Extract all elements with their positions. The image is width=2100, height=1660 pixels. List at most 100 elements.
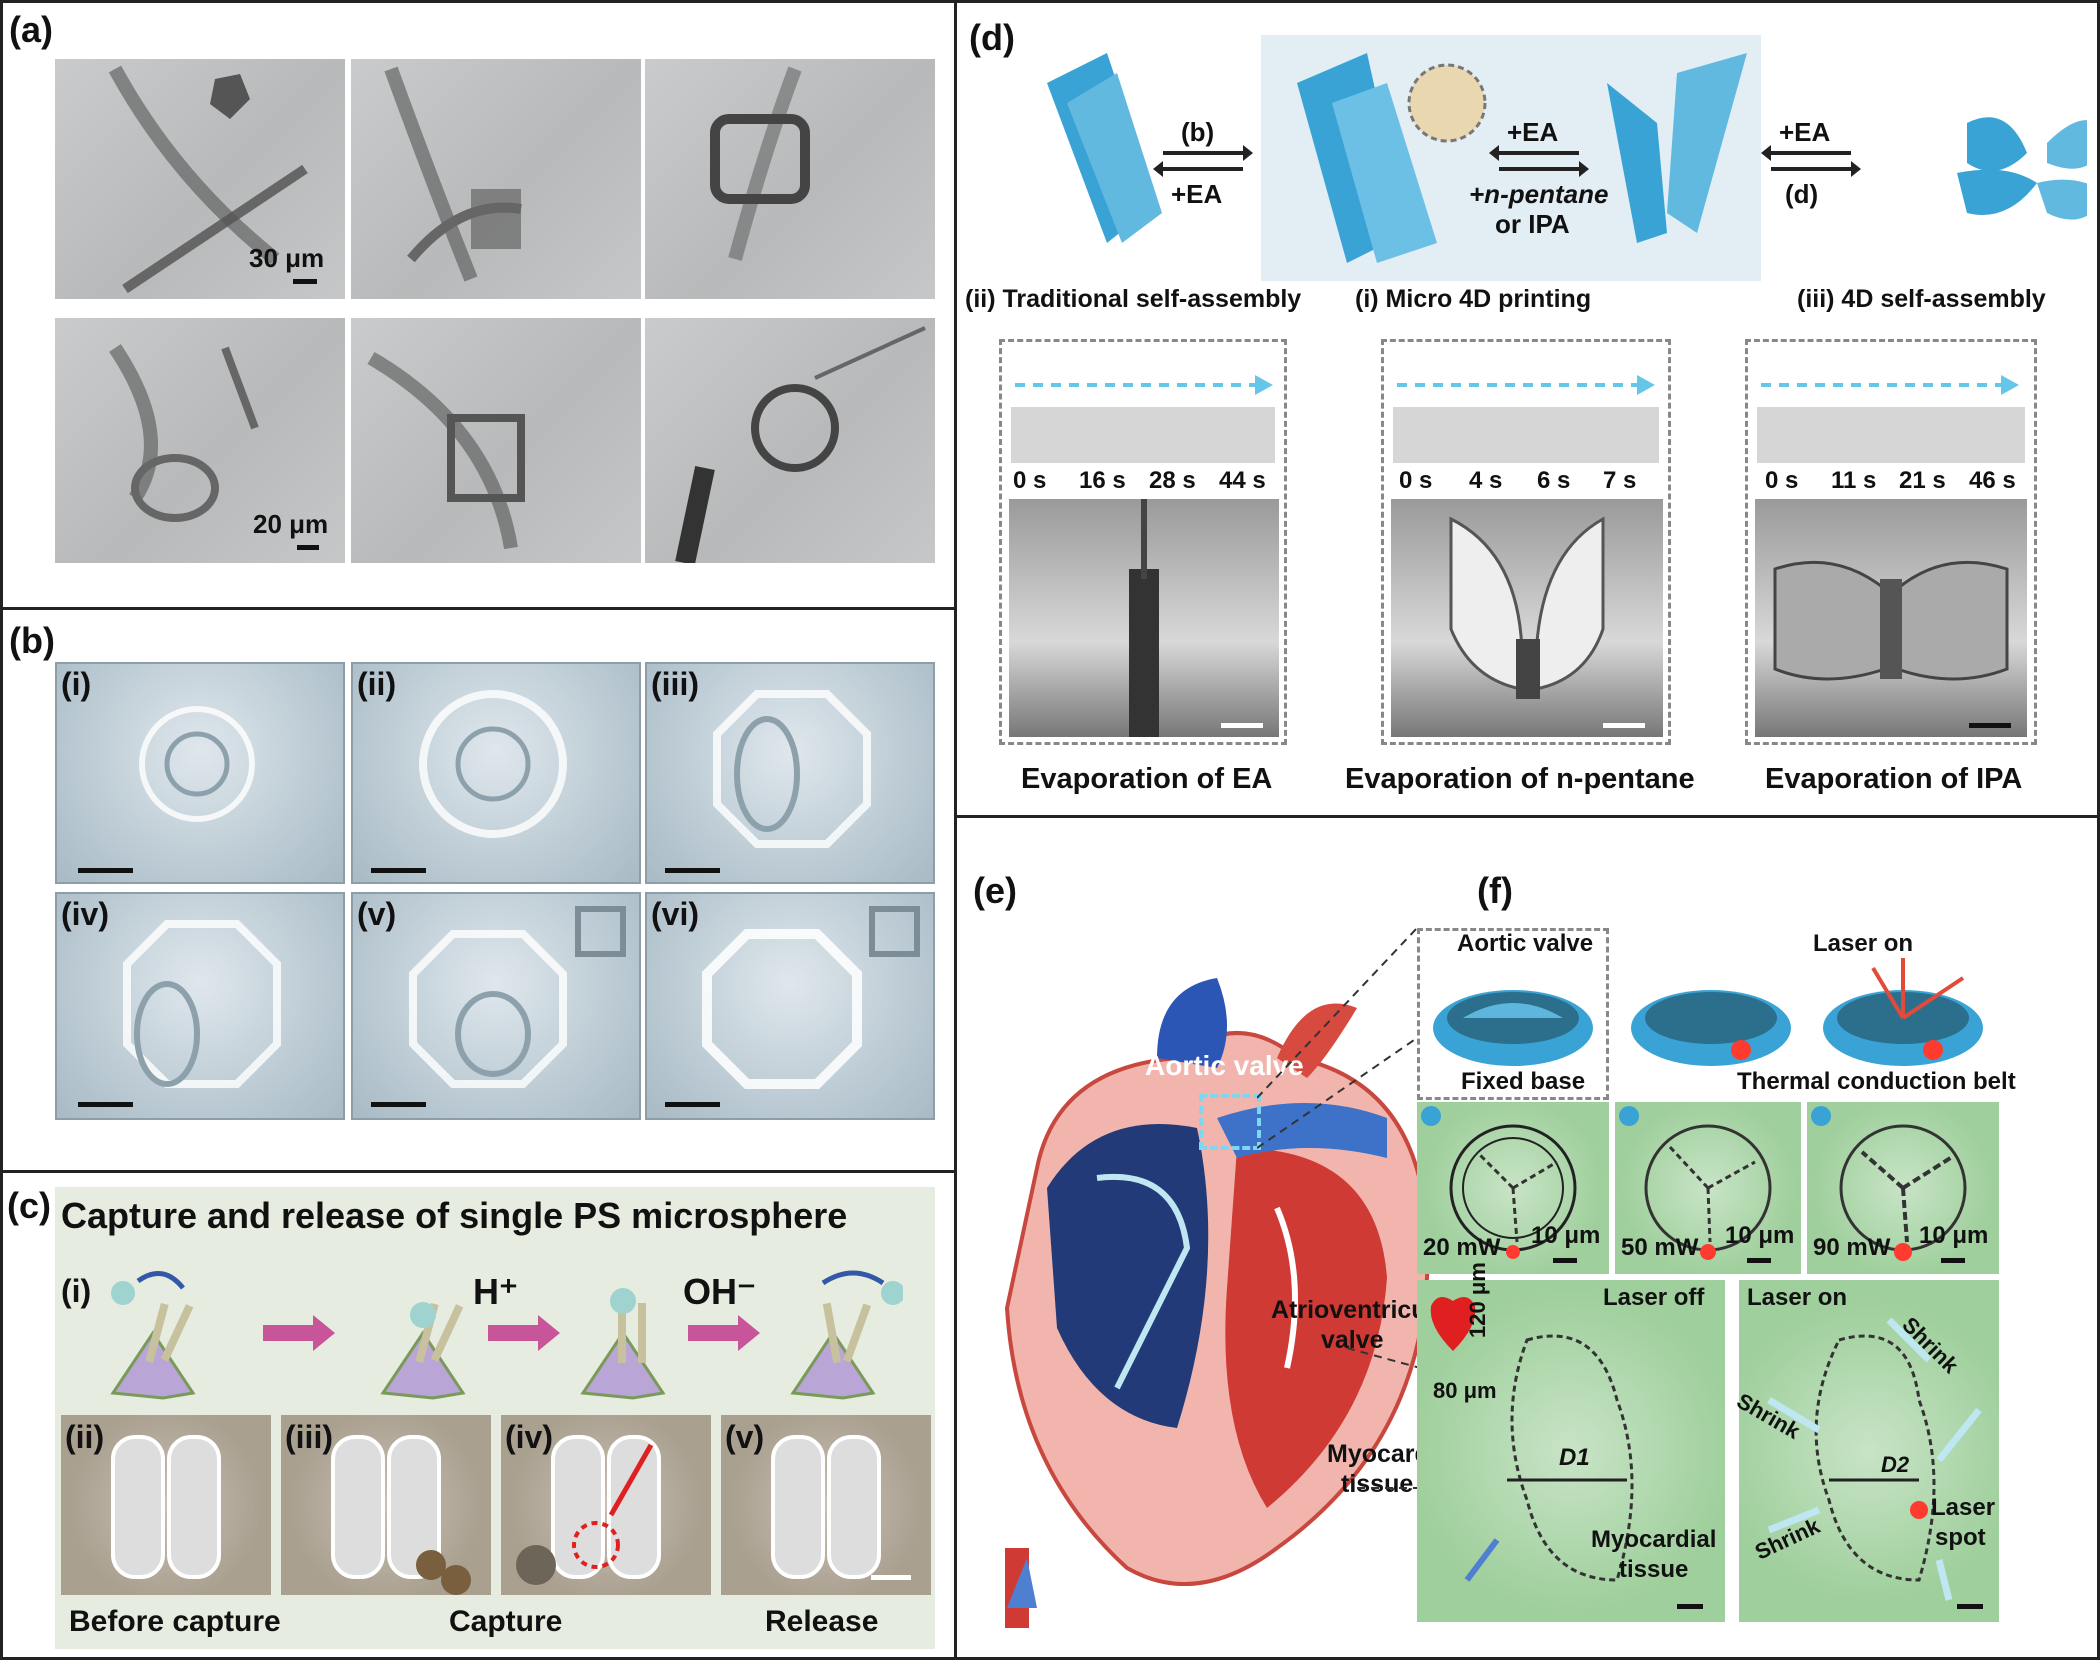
d2-label: D2 bbox=[1881, 1452, 1910, 1477]
scale-bar-f5 bbox=[1957, 1604, 1983, 1609]
time-pentane-1: 4 s bbox=[1469, 467, 1503, 494]
scale-bar-b2 bbox=[371, 868, 426, 873]
arrow-right-bottom-label: (d) bbox=[1785, 179, 1819, 209]
time-pentane-2: 6 s bbox=[1537, 467, 1571, 494]
flat-wing-icon bbox=[1297, 53, 1437, 263]
heart-myo-label-2: tissue bbox=[1341, 1470, 1414, 1498]
scale-bar-d3 bbox=[1969, 723, 2011, 728]
micrograph-c-iv bbox=[501, 1415, 711, 1595]
panel-f-label: (f) bbox=[1477, 870, 1513, 911]
panel-c-label: (c) bbox=[7, 1185, 51, 1226]
valve-micrograph-90mw bbox=[1807, 1102, 1999, 1274]
micrograph-b3 bbox=[645, 662, 935, 884]
dim-80um: 80 μm bbox=[1433, 1378, 1497, 1403]
time-ea-2: 28 s bbox=[1149, 467, 1196, 494]
panel-b-sub-ii: (ii) bbox=[357, 666, 397, 702]
scale-label-f2: 10 μm bbox=[1725, 1222, 1795, 1249]
time-ipa-3: 46 s bbox=[1969, 467, 2016, 494]
caption-evap-ea: Evaporation of EA bbox=[1021, 763, 1273, 795]
time-arrow-3 bbox=[1761, 375, 2019, 395]
header-4d-self: (iii) 4D self-assembly bbox=[1797, 285, 2046, 313]
micrograph-a6 bbox=[645, 318, 935, 563]
micrograph-a3 bbox=[645, 59, 935, 299]
panel-b-sub-vi: (vi) bbox=[651, 896, 699, 932]
power-20mw: 20 mW bbox=[1423, 1234, 1501, 1261]
h-plus-label: H⁺ bbox=[473, 1271, 518, 1312]
arrow-mid-bottom-label-1: +n-pentane bbox=[1469, 179, 1609, 209]
power-50mw: 50 mW bbox=[1621, 1234, 1699, 1261]
time-ea-3: 44 s bbox=[1219, 467, 1266, 494]
panel-a: (a) 30 μm 20 μm bbox=[0, 0, 957, 610]
gripper-icon-2 bbox=[380, 1302, 466, 1400]
scale-bar-d2 bbox=[1603, 723, 1645, 728]
time-arrow-2 bbox=[1397, 375, 1655, 395]
dashed-box-pentane bbox=[1381, 339, 1671, 745]
micrograph-c-v bbox=[721, 1415, 931, 1595]
reversible-arrow-right bbox=[1761, 145, 1861, 177]
valve-render-2 bbox=[1631, 990, 1791, 1066]
oh-minus-label: OH⁻ bbox=[683, 1271, 757, 1312]
laser-on-label: Laser on bbox=[1747, 1284, 1848, 1311]
valve-render-3 bbox=[1823, 958, 1983, 1066]
scale-label-f1: 10 μm bbox=[1531, 1222, 1601, 1249]
time-ea-0: 0 s bbox=[1013, 467, 1047, 494]
caption-evap-ipa: Evaporation of IPA bbox=[1765, 763, 2023, 795]
sem-image-ea bbox=[1009, 499, 1279, 737]
reversible-arrow-middle bbox=[1489, 145, 1589, 177]
panel-c-sub-iii: (iii) bbox=[285, 1419, 333, 1455]
process-arrow-3 bbox=[688, 1315, 760, 1351]
micrograph-b4 bbox=[55, 892, 345, 1120]
header-traditional: (ii) Traditional self-assembly bbox=[965, 285, 1302, 313]
butterfly-assembled-icon bbox=[1957, 117, 2087, 220]
panel-d-label: (d) bbox=[969, 17, 1015, 58]
arrow-right-top-label: +EA bbox=[1779, 117, 1831, 147]
scale-bar-d1 bbox=[1221, 723, 1263, 728]
process-arrow-2 bbox=[488, 1315, 560, 1351]
gripper-icon-3 bbox=[580, 1288, 666, 1400]
laser-spot-label-1: Laser bbox=[1931, 1494, 1996, 1521]
time-ea-1: 16 s bbox=[1079, 467, 1126, 494]
render-aortic-valve-label: Aortic valve bbox=[1457, 930, 1594, 957]
capture-schematic bbox=[110, 1270, 903, 1400]
caption-before-capture: Before capture bbox=[69, 1605, 281, 1638]
folded-wing-icon bbox=[1047, 53, 1162, 243]
dashed-box-ea bbox=[999, 339, 1287, 745]
scale-bar-f4 bbox=[1677, 1604, 1703, 1609]
caption-capture: Capture bbox=[449, 1605, 563, 1638]
scale-bar-f1 bbox=[1553, 1258, 1577, 1263]
myo-f-label-2: tissue bbox=[1619, 1556, 1689, 1583]
micrograph-b1 bbox=[55, 662, 345, 884]
valve-render-1 bbox=[1433, 990, 1593, 1066]
panel-b-sub-i: (i) bbox=[61, 666, 92, 702]
caption-release: Release bbox=[765, 1605, 879, 1638]
panel-c-sub-v: (v) bbox=[725, 1419, 765, 1455]
laser-off-label: Laser off bbox=[1603, 1284, 1705, 1311]
arrow-mid-bottom-label-2: or IPA bbox=[1495, 209, 1570, 239]
micrograph-b6 bbox=[645, 892, 935, 1120]
micrograph-b5 bbox=[351, 892, 641, 1120]
time-ipa-0: 0 s bbox=[1765, 467, 1799, 494]
dim-120um: 120 μm bbox=[1465, 1262, 1490, 1338]
panel-c-sub-iv: (iv) bbox=[505, 1419, 553, 1455]
panel-c-sub-i: (i) bbox=[61, 1273, 92, 1309]
laser-spot-label-2: spot bbox=[1935, 1524, 1986, 1551]
d1-label: D1 bbox=[1559, 1444, 1590, 1471]
micrograph-b2 bbox=[351, 662, 641, 884]
panel-d: (d) (b) +EA +EA +n-pentane or IPA +EA (d… bbox=[954, 0, 2100, 818]
gripper-icon-4 bbox=[790, 1270, 903, 1400]
valve-micrograph-50mw bbox=[1615, 1102, 1801, 1274]
panel-b-sub-iv: (iv) bbox=[61, 896, 109, 932]
scale-bar-b3 bbox=[665, 868, 720, 873]
panel-a-label: (a) bbox=[9, 9, 53, 50]
scale-label-30um: 30 μm bbox=[249, 243, 325, 273]
valve-micrograph-20mw bbox=[1417, 1102, 1609, 1274]
micrograph-c-ii bbox=[61, 1415, 271, 1595]
aortic-valve-highlight bbox=[1199, 1094, 1261, 1150]
valve-render-box bbox=[1417, 928, 1609, 1100]
caption-evap-pentane: Evaporation of n-pentane bbox=[1345, 763, 1695, 795]
connector-lines bbox=[1257, 927, 1458, 1489]
time-arrow-1 bbox=[1015, 375, 1273, 395]
micrograph-a4 bbox=[55, 318, 345, 563]
micrograph-a5 bbox=[351, 318, 641, 563]
arrow-left-bottom-label: +EA bbox=[1171, 179, 1223, 209]
